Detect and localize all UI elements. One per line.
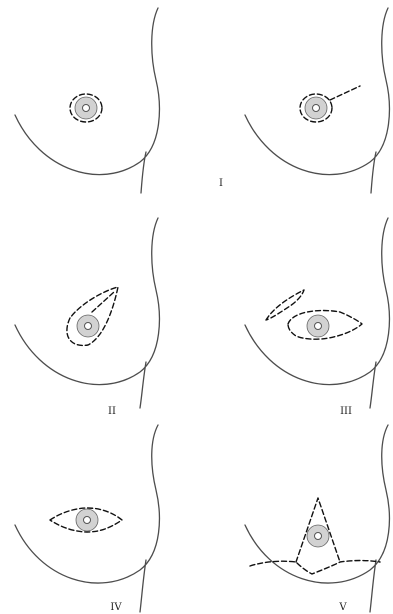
breast-contour-2 <box>245 8 389 175</box>
panel-1 <box>15 8 159 193</box>
nipple-5 <box>84 517 91 524</box>
breast-contour-5 <box>15 425 159 583</box>
panel-5 <box>15 425 159 612</box>
incision-inner-3 <box>92 292 114 312</box>
nipple-1 <box>83 105 90 112</box>
panel-label-iv: IV <box>110 602 122 613</box>
panel-label-v: V <box>338 602 347 613</box>
panel-6 <box>245 425 389 612</box>
panel-4 <box>245 218 389 408</box>
nipple-4 <box>315 323 322 330</box>
panel-2 <box>245 8 389 193</box>
incision-axillary-4 <box>266 290 304 320</box>
incision-extension-2 <box>330 86 360 100</box>
panel-3 <box>15 218 159 408</box>
breast-contour-4 <box>245 218 389 385</box>
nipple-3 <box>85 323 92 330</box>
nipple-2 <box>313 105 320 112</box>
panel-label-iii: III <box>340 406 352 417</box>
incision-inframammary-6 <box>250 561 380 575</box>
breast-contour-1 <box>15 8 159 175</box>
nipple-6 <box>315 533 322 540</box>
breast-contour-6 <box>245 425 389 583</box>
panel-label-ii: II <box>108 406 116 417</box>
panel-label-i: I <box>219 178 223 189</box>
